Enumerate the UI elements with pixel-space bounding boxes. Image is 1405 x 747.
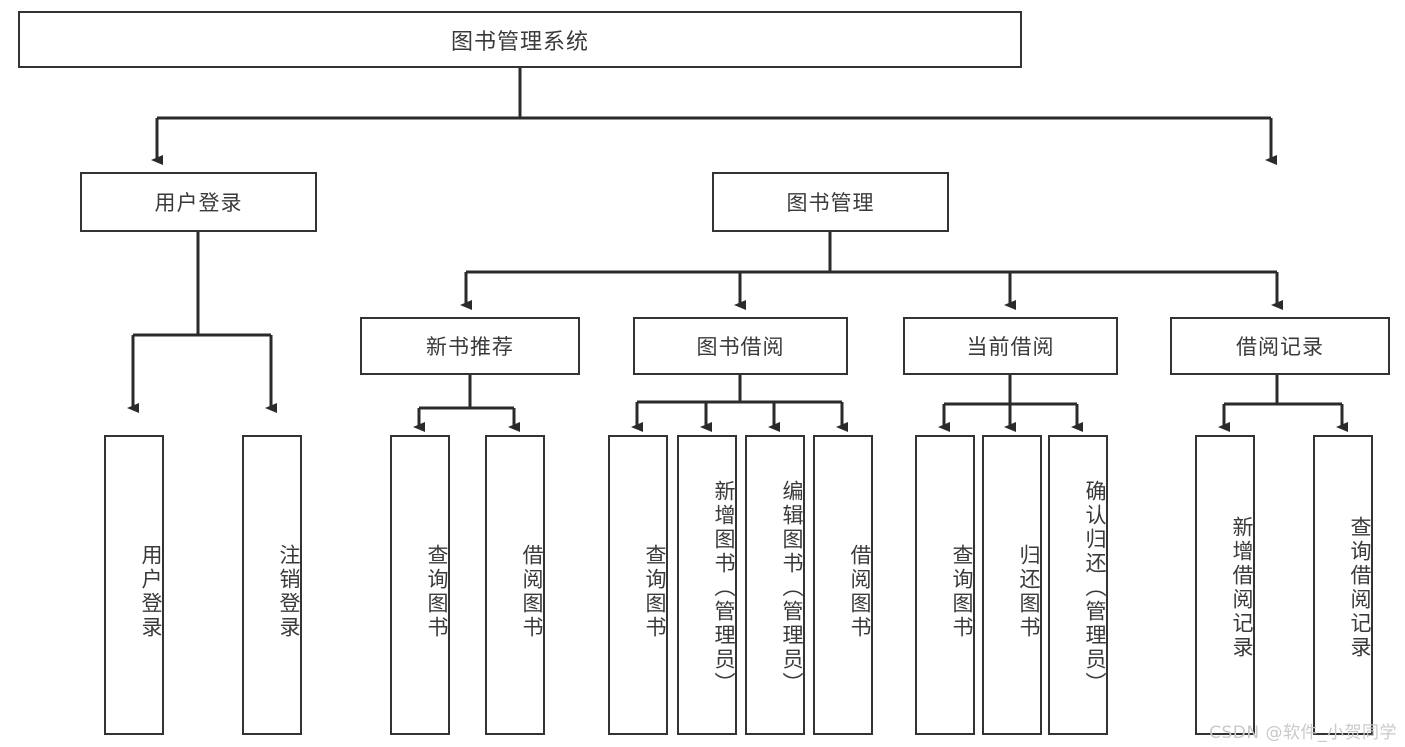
node-new-book-recommend[interactable]: 新书推荐 xyxy=(360,317,580,375)
leaf-return-book[interactable]: 归还图书 xyxy=(982,435,1042,735)
node-borrow-record[interactable]: 借阅记录 xyxy=(1170,317,1390,375)
node-label: 当前借阅 xyxy=(966,335,1055,359)
node-label: 图书借阅 xyxy=(696,335,785,359)
node-book-borrow[interactable]: 图书借阅 xyxy=(633,317,848,375)
node-label: 注销登录 xyxy=(277,544,301,640)
node-label: 查询图书 xyxy=(643,544,667,640)
node-label: 图书管理 xyxy=(786,191,875,215)
node-user-login[interactable]: 用户登录 xyxy=(80,172,317,232)
node-label: 用户登录 xyxy=(154,191,243,215)
node-label: 新增借阅记录 xyxy=(1230,516,1254,660)
leaf-user-login[interactable]: 用户登录 xyxy=(104,435,164,735)
leaf-query-book-borrow[interactable]: 查询图书 xyxy=(608,435,668,735)
leaf-borrow-book-recommend[interactable]: 借阅图书 xyxy=(485,435,545,735)
node-root-system[interactable]: 图书管理系统 xyxy=(18,11,1022,68)
leaf-query-book-current[interactable]: 查询图书 xyxy=(915,435,975,735)
leaf-query-borrow-record[interactable]: 查询借阅记录 xyxy=(1313,435,1373,735)
leaf-add-borrow-record[interactable]: 新增借阅记录 xyxy=(1195,435,1255,735)
node-label: 图书管理系统 xyxy=(450,29,589,55)
node-label: 用户登录 xyxy=(139,544,163,640)
node-label: 借阅图书 xyxy=(520,544,544,640)
leaf-add-book-admin[interactable]: 新增图书（管理员） xyxy=(677,435,737,735)
node-label: 查询图书 xyxy=(425,544,449,640)
leaf-confirm-return-admin[interactable]: 确认归还（管理员） xyxy=(1048,435,1108,735)
node-label: 确认归还（管理员） xyxy=(1083,480,1107,696)
node-label: 借阅图书 xyxy=(848,544,872,640)
node-label: 编辑图书（管理员） xyxy=(780,480,804,696)
node-book-management[interactable]: 图书管理 xyxy=(712,172,949,232)
node-label: 归还图书 xyxy=(1017,544,1041,640)
node-current-borrow[interactable]: 当前借阅 xyxy=(903,317,1118,375)
node-label: 查询图书 xyxy=(950,544,974,640)
node-label: 查询借阅记录 xyxy=(1348,516,1372,660)
leaf-logout-login[interactable]: 注销登录 xyxy=(242,435,302,735)
node-label: 借阅记录 xyxy=(1236,335,1324,359)
node-label: 新书推荐 xyxy=(426,335,514,359)
node-label: 新增图书（管理员） xyxy=(712,480,736,696)
leaf-borrow-book[interactable]: 借阅图书 xyxy=(813,435,873,735)
leaf-query-book-recommend[interactable]: 查询图书 xyxy=(390,435,450,735)
csdn-watermark: CSDN @软件_小贺同学 xyxy=(1209,723,1397,743)
leaf-edit-book-admin[interactable]: 编辑图书（管理员） xyxy=(745,435,805,735)
